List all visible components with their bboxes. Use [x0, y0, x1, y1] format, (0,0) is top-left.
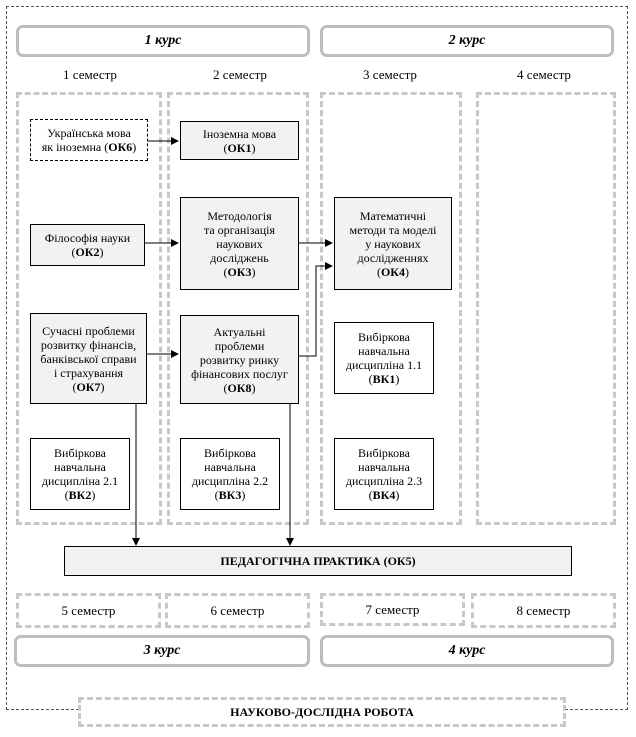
- semester-3-label: 3 семестр: [363, 67, 417, 82]
- discipline-vk1-code: ВК1: [372, 372, 396, 386]
- discipline-ok3-code: ОК3: [227, 264, 252, 279]
- discipline-ok1-line: Іноземна мова: [202, 126, 277, 141]
- discipline-vk1-line1: Вибіркова: [358, 330, 410, 344]
- discipline-vk3-line3: дисципліна 2.2: [191, 474, 269, 488]
- discipline-vk4: Вибіркова навчальна дисципліна 2.3 (ВК4): [334, 438, 434, 510]
- discipline-vk2: Вибіркова навчальна дисципліна 2.1 (ВК2): [30, 438, 130, 510]
- pedagogical-practice: ПЕДАГОГІЧНА ПРАКТИКА (ОК5): [64, 546, 572, 576]
- discipline-ok6-tail: ): [132, 140, 137, 154]
- semester-1-column: [16, 92, 162, 525]
- semester-7-label: 7 семестр: [320, 593, 465, 626]
- semester-2-column: [167, 92, 309, 525]
- discipline-ok2: Філософія науки (ОК2): [30, 224, 145, 266]
- course-1-header: 1 курс: [16, 25, 310, 57]
- semester-4-column: [476, 92, 616, 525]
- discipline-ok6-code: ОК6: [108, 140, 133, 154]
- discipline-ok4-line3: у наукових: [365, 236, 421, 251]
- discipline-ok3-line3: наукових: [216, 236, 263, 251]
- discipline-ok2-code: ОК2: [75, 245, 100, 259]
- discipline-ok7-line3: банківської справи: [40, 351, 137, 366]
- discipline-vk3-line2: навчальна: [204, 460, 256, 474]
- semester-3-column: [320, 92, 462, 525]
- discipline-vk4-line3: дисципліна 2.3: [345, 474, 423, 488]
- discipline-ok8-line2: проблеми: [214, 338, 265, 353]
- semester-1-label: 1 семестр: [63, 67, 117, 82]
- course-3-header: 3 курс: [14, 635, 310, 667]
- discipline-vk1-line3: дисципліна 1.1: [345, 358, 423, 372]
- discipline-vk3-code: ВК3: [218, 488, 242, 502]
- arrow-ok8-ok4: [299, 262, 333, 357]
- discipline-ok4-code: ОК4: [380, 264, 406, 279]
- discipline-ok6: Українська мова як іноземна (ОК6): [30, 119, 148, 161]
- discipline-ok8: Актуальні проблеми розвитку ринку фінанс…: [180, 315, 299, 404]
- semester-6-label: 6 семестр: [165, 593, 310, 628]
- discipline-ok1: Іноземна мова (ОК1): [180, 121, 299, 160]
- semester-2-label: 2 семестр: [213, 67, 267, 82]
- course-4-header: 4 курс: [320, 635, 614, 667]
- discipline-vk2-line2: навчальна: [54, 460, 106, 474]
- discipline-vk2-code: ВК2: [68, 488, 92, 502]
- discipline-vk1-line2: навчальна: [358, 344, 410, 358]
- discipline-ok8-line1: Актуальні: [213, 324, 266, 339]
- discipline-ok7-line2: розвитку фінансів,: [40, 337, 137, 352]
- discipline-ok3-line4: досліджень: [210, 250, 269, 265]
- discipline-ok8-line3: розвитку ринку: [199, 352, 280, 367]
- discipline-ok3-line2: та організація: [203, 222, 276, 237]
- semester-5-label: 5 семестр: [16, 593, 161, 628]
- discipline-ok4: Математичні методи та моделі у наукових …: [334, 197, 452, 290]
- discipline-ok4-line2: методи та моделі: [349, 222, 437, 237]
- discipline-ok8-line4: фінансових послуг: [191, 366, 288, 381]
- discipline-vk2-line1: Вибіркова: [54, 446, 106, 460]
- discipline-ok7-line1: Сучасні проблеми: [42, 323, 135, 338]
- discipline-ok2-line: Філософія науки: [44, 231, 131, 245]
- discipline-ok7-code: ОК7: [76, 379, 101, 394]
- discipline-vk4-code: ВК4: [372, 488, 396, 502]
- discipline-vk4-line1: Вибіркова: [358, 446, 410, 460]
- discipline-ok1-code: ОК1: [227, 140, 252, 155]
- discipline-ok6-line2: як іноземна (: [41, 140, 109, 154]
- research-work: НАУКОВО-ДОСЛІДНА РОБОТА: [78, 697, 566, 727]
- discipline-ok7: Сучасні проблеми розвитку фінансів, банк…: [30, 313, 147, 404]
- discipline-ok8-code: ОК8: [227, 380, 252, 395]
- discipline-ok4-line1: Математичні: [359, 208, 427, 223]
- discipline-ok4-line4: дослідженнях: [357, 250, 429, 265]
- discipline-ok7-line4: і страхування: [53, 365, 124, 380]
- course-2-header: 2 курс: [320, 25, 614, 57]
- discipline-vk1: Вибіркова навчальна дисципліна 1.1 (ВК1): [334, 322, 434, 394]
- discipline-vk3-line1: Вибіркова: [204, 446, 256, 460]
- semester-8-label: 8 семестр: [471, 593, 616, 628]
- discipline-vk3: Вибіркова навчальна дисципліна 2.2 (ВК3): [180, 438, 280, 510]
- discipline-vk4-line2: навчальна: [358, 460, 410, 474]
- discipline-ok3: Методологія та організація наукових досл…: [180, 197, 299, 290]
- semester-4-label: 4 семестр: [517, 67, 571, 82]
- discipline-ok6-line1: Українська мова: [47, 126, 131, 140]
- discipline-vk2-line3: дисципліна 2.1: [41, 474, 119, 488]
- discipline-ok3-line1: Методологія: [207, 208, 272, 223]
